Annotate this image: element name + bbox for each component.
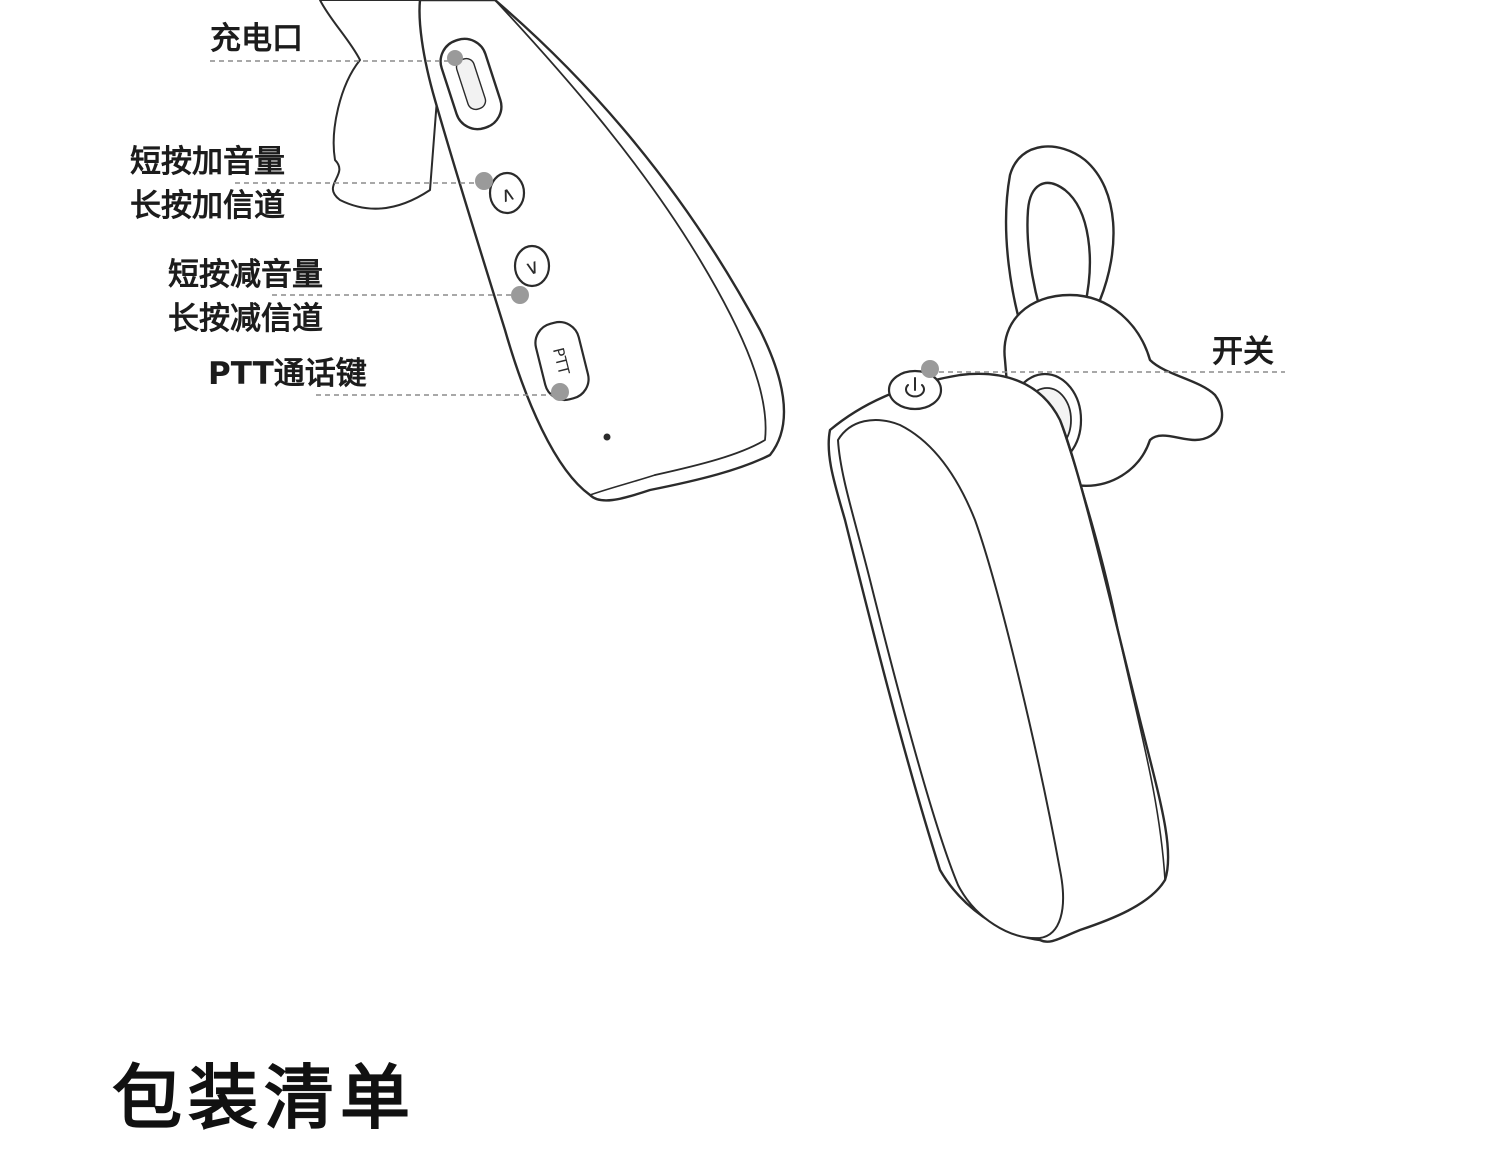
- label-volume-up-line2: 长按加信道: [130, 184, 285, 228]
- right-device: [829, 146, 1222, 941]
- label-volume-down-line1: 短按减音量: [168, 253, 323, 297]
- label-volume-down-line2: 长按减信道: [168, 297, 323, 341]
- dot-volume-down: [511, 286, 529, 304]
- dot-ptt: [551, 383, 569, 401]
- dot-charging-port: [447, 50, 463, 66]
- label-ptt: PTT通话键: [208, 353, 367, 395]
- label-power: 开关: [1212, 331, 1274, 373]
- dot-volume-up: [475, 172, 493, 190]
- section-title-packing-list: 包装清单: [112, 1042, 416, 1143]
- label-charging-port: 充电口: [210, 18, 303, 60]
- label-volume-up: 短按加音量 长按加信道: [130, 140, 285, 228]
- left-device: [320, 0, 784, 500]
- dot-power: [921, 360, 939, 378]
- mic-hole: [604, 434, 611, 441]
- label-volume-down: 短按减音量 长按减信道: [168, 253, 323, 341]
- label-volume-up-line1: 短按加音量: [130, 140, 285, 184]
